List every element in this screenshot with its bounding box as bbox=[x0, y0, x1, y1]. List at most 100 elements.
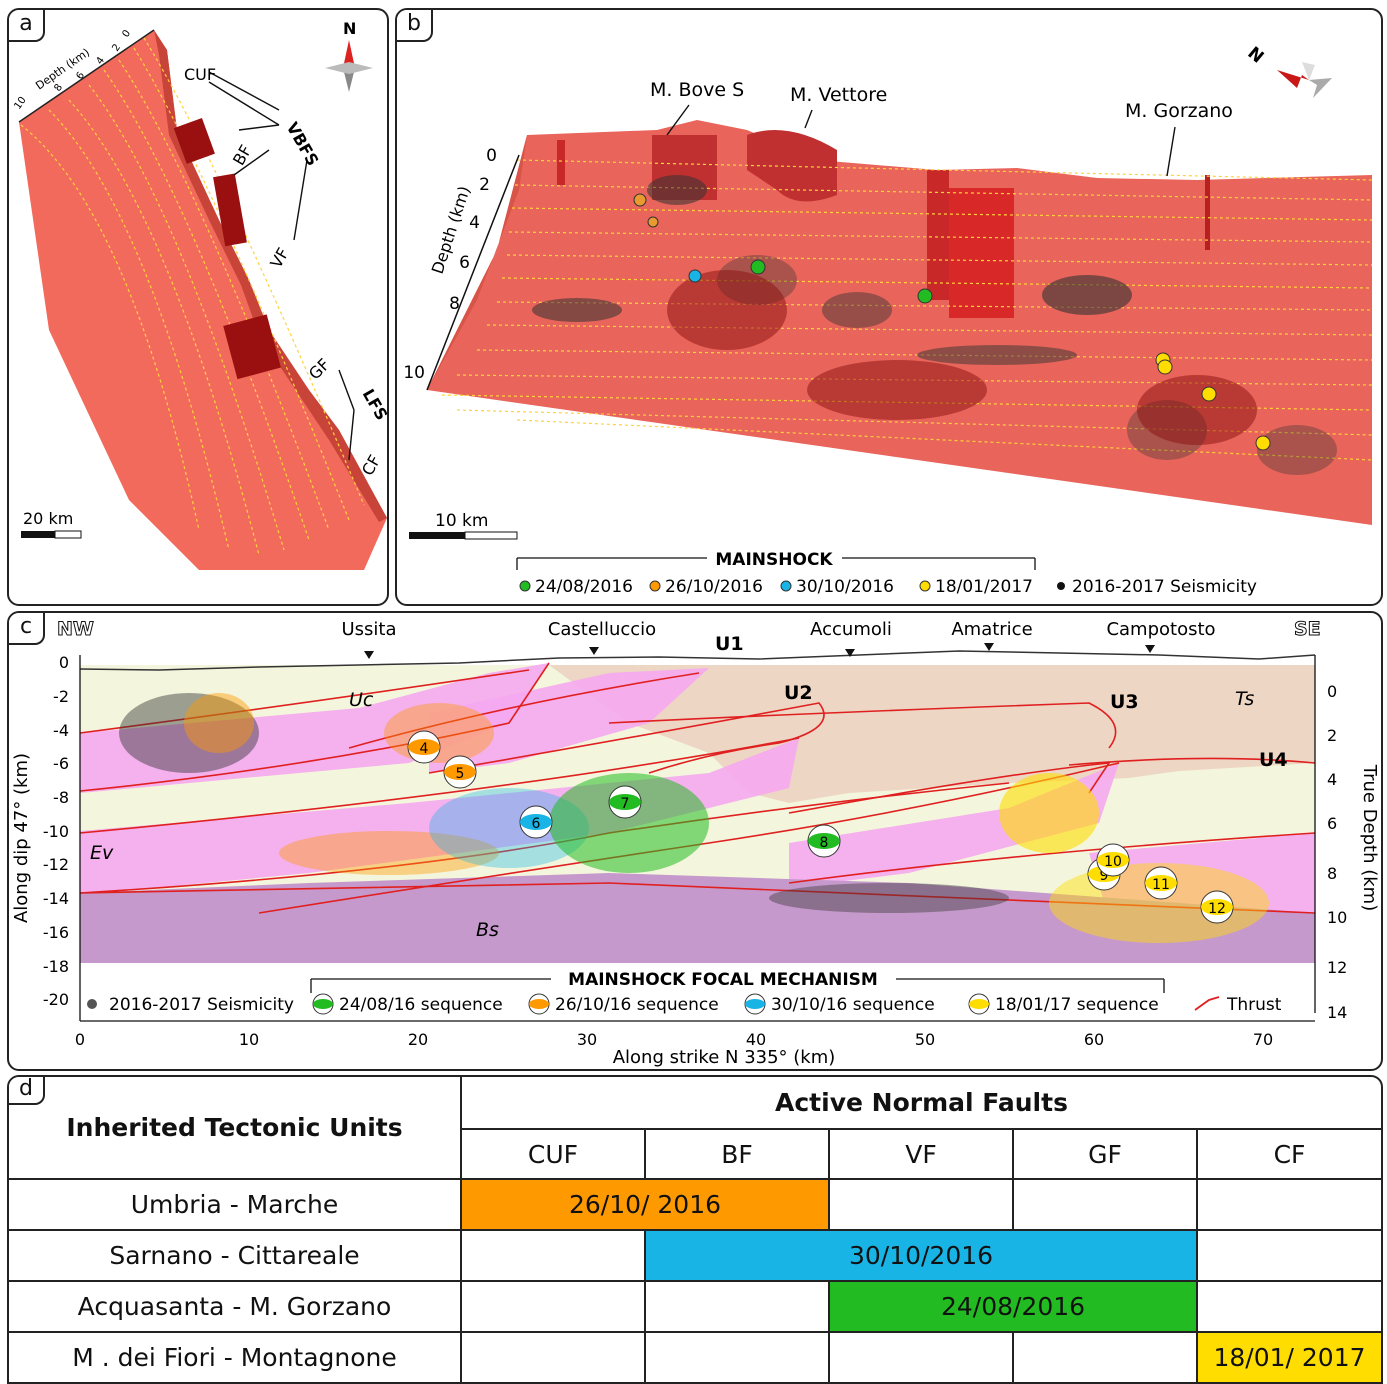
depth-tick: 6 bbox=[459, 253, 470, 273]
table-row: M . dei Fiori - Montagnone 18/01/ 2017 bbox=[9, 1331, 1381, 1382]
town-label: Accumoli bbox=[810, 619, 892, 640]
fault-column-header: VF bbox=[828, 1128, 1014, 1180]
scale-bar bbox=[409, 532, 465, 539]
peak-label-bove: M. Bove S bbox=[650, 79, 744, 101]
panel-d: d Inherited Tectonic Units Active Normal… bbox=[7, 1075, 1383, 1384]
depth-tick: 4 bbox=[94, 55, 107, 67]
svg-text:12: 12 bbox=[1327, 958, 1347, 977]
x-axis-label: Along strike N 335° (km) bbox=[613, 1047, 836, 1068]
scale-label: 20 km bbox=[23, 509, 73, 528]
system-label-vbfs: VBFS bbox=[283, 119, 323, 169]
fault-sub-block bbox=[949, 188, 1014, 318]
fault-block bbox=[427, 120, 1372, 525]
town-markers bbox=[364, 643, 1155, 659]
left-ticks: 0 -2 -4 -6 -8 -10 -12 -14 -16 -18 -20 bbox=[43, 653, 69, 1009]
row-header: Inherited Tectonic Units bbox=[9, 1077, 462, 1180]
scale-bar bbox=[21, 531, 55, 538]
fault-surface bbox=[19, 30, 387, 570]
svg-text:-2: -2 bbox=[53, 687, 69, 706]
mainshock-marker bbox=[1255, 435, 1271, 451]
legend-item: 18/01/17 sequence bbox=[995, 995, 1159, 1015]
seismicity-cloud bbox=[119, 693, 1269, 943]
depth-tick: 10 bbox=[12, 95, 28, 112]
right-ticks: 0 2 4 6 8 10 12 14 bbox=[1327, 682, 1347, 1022]
fault-column-header: BF bbox=[644, 1128, 830, 1180]
svg-text:-4: -4 bbox=[53, 721, 69, 740]
formation-label: Bs bbox=[476, 919, 499, 941]
svg-text:N: N bbox=[1244, 43, 1268, 67]
town-label: Castelluccio bbox=[548, 619, 656, 640]
y-axis-label-left: Along dip 47° (km) bbox=[11, 753, 32, 923]
depth-tick: 4 bbox=[469, 213, 480, 233]
svg-text:8: 8 bbox=[1327, 864, 1337, 883]
panel-c: c bbox=[7, 611, 1383, 1071]
legend-title: MAINSHOCK bbox=[715, 550, 833, 570]
fault-map-3d: 10 8 6 4 2 0 Depth (km) N CUF BF VF GF C… bbox=[12, 19, 387, 570]
thrust-lines bbox=[79, 662, 1316, 914]
panel-tag-a: a bbox=[9, 10, 45, 42]
panel-tag-d: d bbox=[9, 1077, 45, 1105]
legend-item: 2016-2017 Seismicity bbox=[109, 995, 294, 1015]
mainshock-marker bbox=[688, 269, 702, 283]
svg-text:-18: -18 bbox=[43, 957, 69, 976]
svg-text:-20: -20 bbox=[43, 990, 69, 1009]
fault-patch bbox=[213, 173, 247, 247]
formation-label: Uc bbox=[349, 689, 374, 711]
peak-label-vettore: M. Vettore bbox=[790, 84, 887, 106]
svg-text:2: 2 bbox=[1327, 726, 1337, 745]
svg-text:30: 30 bbox=[577, 1030, 597, 1049]
svg-text:-8: -8 bbox=[53, 788, 69, 807]
correlation-table: Inherited Tectonic Units Active Normal F… bbox=[9, 1077, 1381, 1382]
fault-block-3d: M. Bove S M. Vettore M. Gorzano 0 2 4 6 … bbox=[403, 43, 1373, 597]
svg-text:-6: -6 bbox=[53, 754, 69, 773]
svg-text:4: 4 bbox=[420, 741, 429, 757]
panel-b: b bbox=[395, 8, 1383, 606]
depth-contours bbox=[20, 37, 365, 556]
focal-mechanism: 6 bbox=[519, 805, 553, 839]
date-cell: 26/10/ 2016 bbox=[460, 1178, 830, 1231]
unit-ev-band bbox=[80, 738, 799, 895]
legend-item: Thrust bbox=[1226, 995, 1282, 1015]
mainshock-marker bbox=[647, 216, 659, 228]
svg-text:6: 6 bbox=[1327, 814, 1337, 833]
y-axis-label-right: True Depth (km) bbox=[1359, 764, 1380, 912]
svg-text:10: 10 bbox=[239, 1030, 259, 1049]
unit-cell: Sarnano - Cittareale bbox=[9, 1229, 462, 1282]
direction-nw: NW bbox=[57, 618, 94, 640]
fault-sub-block bbox=[747, 130, 837, 202]
focal-mechanism: 10 bbox=[1096, 843, 1130, 877]
mainshock-marker bbox=[1201, 386, 1217, 402]
svg-text:N: N bbox=[343, 19, 356, 38]
town-label: Campotosto bbox=[1106, 619, 1215, 640]
svg-text:6: 6 bbox=[532, 816, 541, 832]
legend-item: 24/08/16 sequence bbox=[339, 995, 503, 1015]
unit-cell: Umbria - Marche bbox=[9, 1178, 462, 1231]
svg-text:40: 40 bbox=[746, 1030, 766, 1049]
panel-tag-b: b bbox=[397, 10, 433, 42]
scale-label: 10 km bbox=[435, 511, 488, 531]
date-cell: 24/08/2016 bbox=[828, 1280, 1198, 1333]
fault-label-bf: BF bbox=[229, 142, 256, 169]
north-arrow-icon: N bbox=[1244, 43, 1332, 98]
depth-tick: 8 bbox=[449, 294, 460, 314]
fault-column-header: CUF bbox=[460, 1128, 646, 1180]
legend-item: 2016-2017 Seismicity bbox=[1072, 577, 1257, 597]
unit-label: U4 bbox=[1259, 749, 1288, 771]
focal-mechanism: 5 bbox=[443, 755, 477, 789]
mainshock-marker bbox=[750, 259, 766, 275]
formation-label: Ts bbox=[1235, 688, 1254, 710]
system-label-lfs: LFS bbox=[359, 386, 387, 424]
focal-mechanisms: 4 5 6 7 8 9 10 11 12 bbox=[407, 730, 1234, 924]
svg-text:0: 0 bbox=[1327, 682, 1337, 701]
depth-tick: 10 bbox=[403, 363, 425, 383]
focal-mechanism: 8 bbox=[807, 824, 841, 858]
depth-tick: 2 bbox=[479, 175, 490, 195]
fault-patch bbox=[223, 314, 281, 380]
legend-item: 30/10/16 sequence bbox=[771, 995, 935, 1015]
svg-text:70: 70 bbox=[1253, 1030, 1273, 1049]
column-header: Active Normal Faults bbox=[460, 1077, 1381, 1130]
direction-se: SE bbox=[1294, 618, 1321, 640]
svg-text:11: 11 bbox=[1152, 877, 1170, 893]
legend-item: 26/10/2016 bbox=[665, 577, 763, 597]
svg-text:10: 10 bbox=[1327, 908, 1347, 927]
